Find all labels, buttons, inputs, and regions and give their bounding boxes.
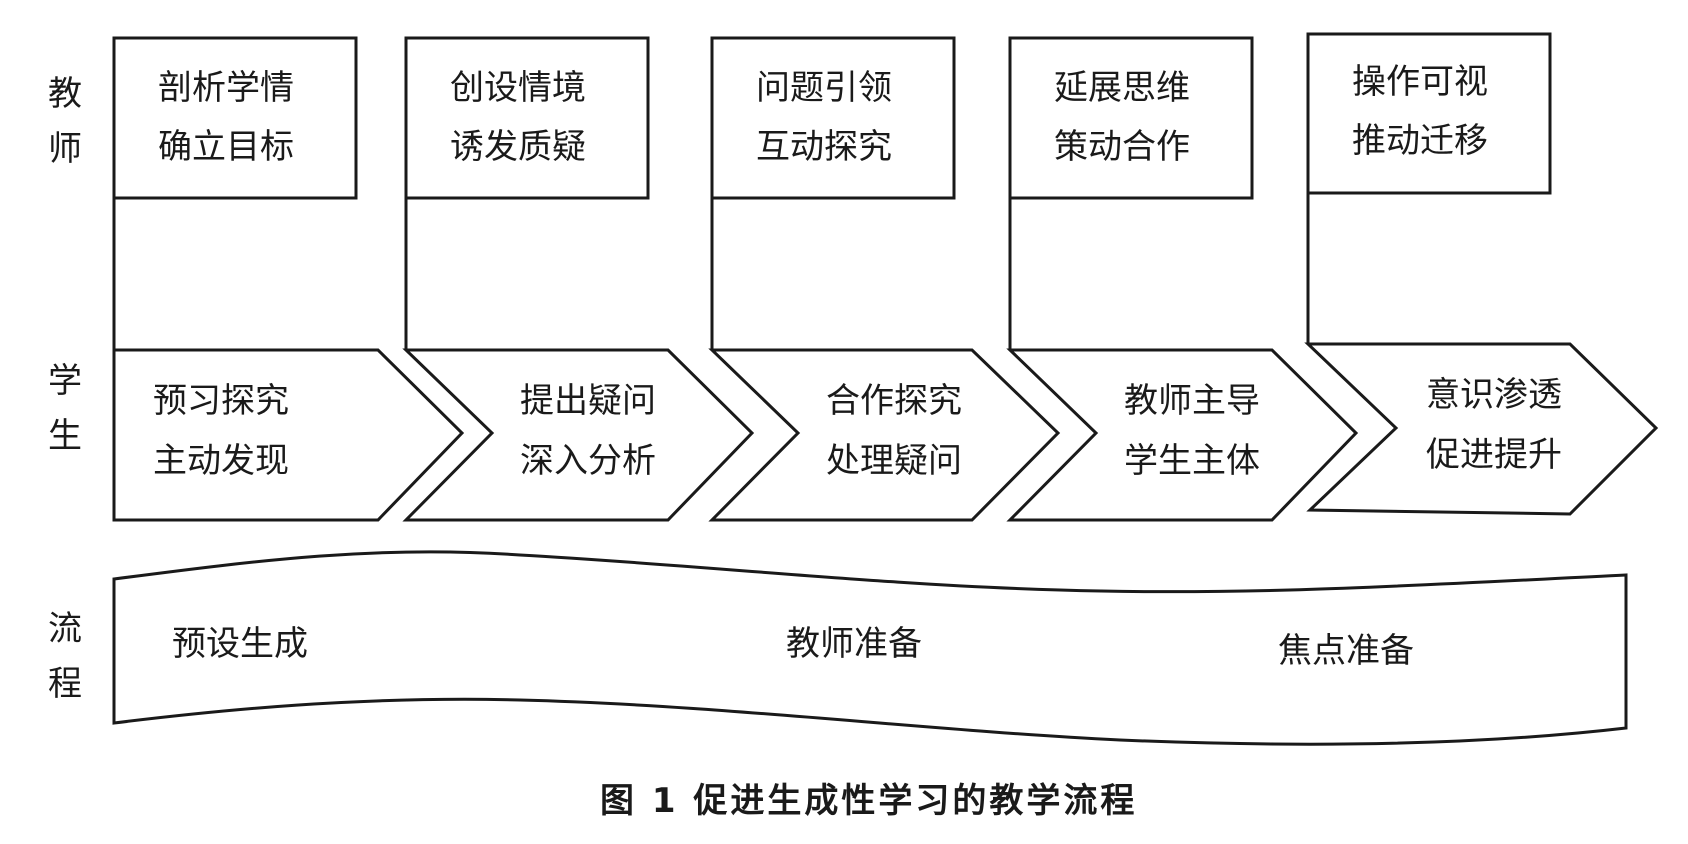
process-label-2: 教师准备 [786,624,922,664]
stage-1: 剖析学情 确立目标 预习探究 主动发现 [112,36,465,522]
figure-caption: 图 1 促进生成性学习的教学流程 [600,781,1137,821]
teacher-box-4 [1008,36,1254,200]
student-chevron-1-line-1: 预习探究 [153,381,289,421]
process-label-3: 焦点准备 [1278,631,1414,671]
teacher-box-5 [1306,32,1552,195]
row-label-student-char-1: 学 [48,361,82,401]
student-chevron-4 [1006,348,1359,522]
teacher-box-4-line-1: 延展思维 [1054,68,1190,108]
student-chevron-1 [112,348,465,522]
row-label-process-char-1: 流 [48,609,82,649]
teacher-box-5-line-1: 操作可视 [1352,62,1488,102]
row-label-teacher: 教 师 [48,74,82,169]
stage-2: 创设情境 诱发质疑 提出疑问 深入分析 [402,36,755,522]
stage-5: 操作可视 推动迁移 意识渗透 促进提升 [1304,32,1659,516]
student-chevron-4-line-2: 学生主体 [1124,441,1260,481]
row-label-process: 流 程 [48,609,82,704]
student-chevron-2-line-1: 提出疑问 [520,381,656,421]
row-label-teacher-char-1: 教 [48,74,82,114]
student-chevron-1-line-2: 主动发现 [153,441,289,481]
row-label-process-char-2: 程 [48,664,82,704]
student-chevron-5 [1304,342,1659,516]
student-chevron-5-line-1: 意识渗透 [1426,375,1562,415]
teacher-box-3-line-1: 问题引领 [756,68,892,108]
process-label-1: 预设生成 [172,624,308,664]
stage-3: 问题引领 互动探究 合作探究 处理疑问 [708,36,1061,522]
stage-4: 延展思维 策动合作 教师主导 学生主体 [1006,36,1359,522]
student-chevron-2 [402,348,755,522]
student-chevron-5-line-2: 促进提升 [1426,435,1562,475]
teacher-box-5-line-2: 推动迁移 [1352,121,1488,161]
student-chevron-3-line-1: 合作探究 [826,381,962,421]
teacher-box-1-line-2: 确立目标 [158,127,294,167]
row-label-student: 学 生 [48,361,82,456]
student-chevron-3 [708,348,1061,522]
process-ribbon [112,550,1628,746]
teacher-box-4-line-2: 策动合作 [1054,127,1190,167]
teacher-box-1 [112,36,358,200]
teacher-box-2-line-2: 诱发质疑 [450,127,586,167]
teacher-box-1-line-1: 剖析学情 [158,68,294,108]
teacher-box-2-line-1: 创设情境 [450,68,586,108]
row-label-student-char-2: 生 [48,416,82,456]
student-chevron-4-line-1: 教师主导 [1124,381,1260,421]
student-chevron-2-line-2: 深入分析 [520,441,656,481]
row-label-teacher-char-2: 师 [48,129,82,169]
teacher-box-2 [404,36,650,200]
student-chevron-3-line-2: 处理疑问 [826,441,962,481]
teacher-box-3-line-2: 互动探究 [756,127,892,167]
teacher-box-3 [710,36,956,200]
